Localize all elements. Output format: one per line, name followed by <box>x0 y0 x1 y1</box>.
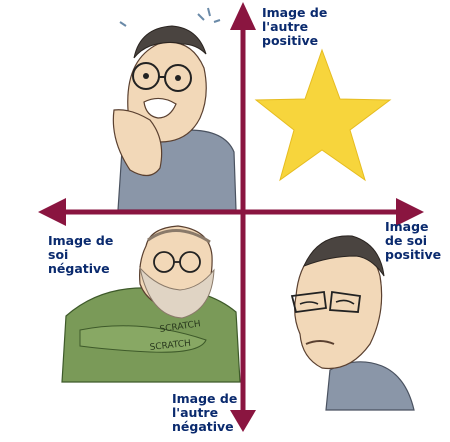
label-line: l'autre <box>172 405 219 420</box>
label-image-soi-negative: Image de soi négative <box>48 234 113 276</box>
sad-bearded-man-icon: SCRATCH SCRATCH <box>61 225 241 383</box>
label-line: négative <box>172 419 234 434</box>
label-image-soi-positive: Image de soi positive <box>385 220 441 262</box>
axes <box>38 2 424 432</box>
arrow-left-icon <box>38 198 66 226</box>
star-icon <box>254 48 392 182</box>
arrow-right-icon <box>396 198 424 226</box>
label-line: soi <box>48 247 69 262</box>
label-image-autre-negative: Image de l'autre négative <box>172 392 237 434</box>
label-line: de soi <box>385 233 428 248</box>
label-line: Image de <box>172 391 238 406</box>
svg-text:SCRATCH: SCRATCH <box>149 339 191 353</box>
label-line: positive <box>262 33 319 48</box>
label-line: l'autre <box>262 19 309 34</box>
label-line: positive <box>385 247 442 262</box>
scared-man-glasses-icon <box>112 7 237 211</box>
label-image-autre-positive: Image de l'autre positive <box>262 6 327 48</box>
arrow-down-icon <box>230 410 256 432</box>
arrow-up-icon <box>230 2 256 30</box>
label-line: Image de <box>262 5 328 20</box>
label-line: Image de <box>48 233 114 248</box>
label-line: Image <box>385 219 429 234</box>
label-line: négative <box>48 261 110 276</box>
smug-man-glasses-icon <box>290 235 415 411</box>
